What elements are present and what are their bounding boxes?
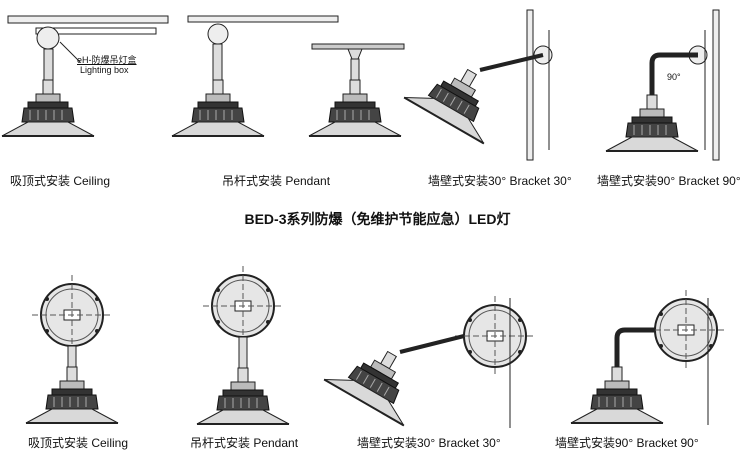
diagram-bottom-ceiling [25, 274, 119, 424]
lighting-box-callout-en: Lighting box [80, 65, 129, 75]
diagram-bottom-bracket-30 [323, 295, 536, 428]
diagram-top-pendant [171, 15, 405, 137]
label-bottom-bracket-90: 墙壁式安装90° Bracket 90° [555, 436, 699, 450]
label-bottom-bracket-30: 墙壁式安装30° Bracket 30° [357, 436, 501, 450]
label-top-bracket-30: 墙壁式安装30° Bracket 30° [428, 174, 572, 188]
page-title: BED-3系列防爆（免维护节能应急）LED灯 [244, 211, 511, 227]
diagram-bottom-pendant [196, 265, 290, 425]
diagram-top-ceiling [1, 15, 169, 137]
label-bottom-ceiling: 吸顶式安装 Ceiling [28, 436, 129, 450]
angle-90-label: 90° [667, 72, 681, 82]
label-top-pendant: 吊杆式安装 Pendant [222, 174, 331, 188]
diagram-bottom-bracket-90 [570, 289, 727, 425]
diagram-top-bracket-90 [605, 9, 720, 161]
label-top-ceiling: 吸顶式安装 Ceiling [10, 174, 111, 188]
lighting-box-callout-cn: eH-防爆吊灯盒 [77, 55, 137, 65]
label-bottom-pendant: 吊杆式安装 Pendant [190, 436, 299, 450]
diagram-top-bracket-30 [403, 9, 553, 161]
label-top-bracket-90: 墙壁式安装90° Bracket 90° [597, 174, 741, 188]
